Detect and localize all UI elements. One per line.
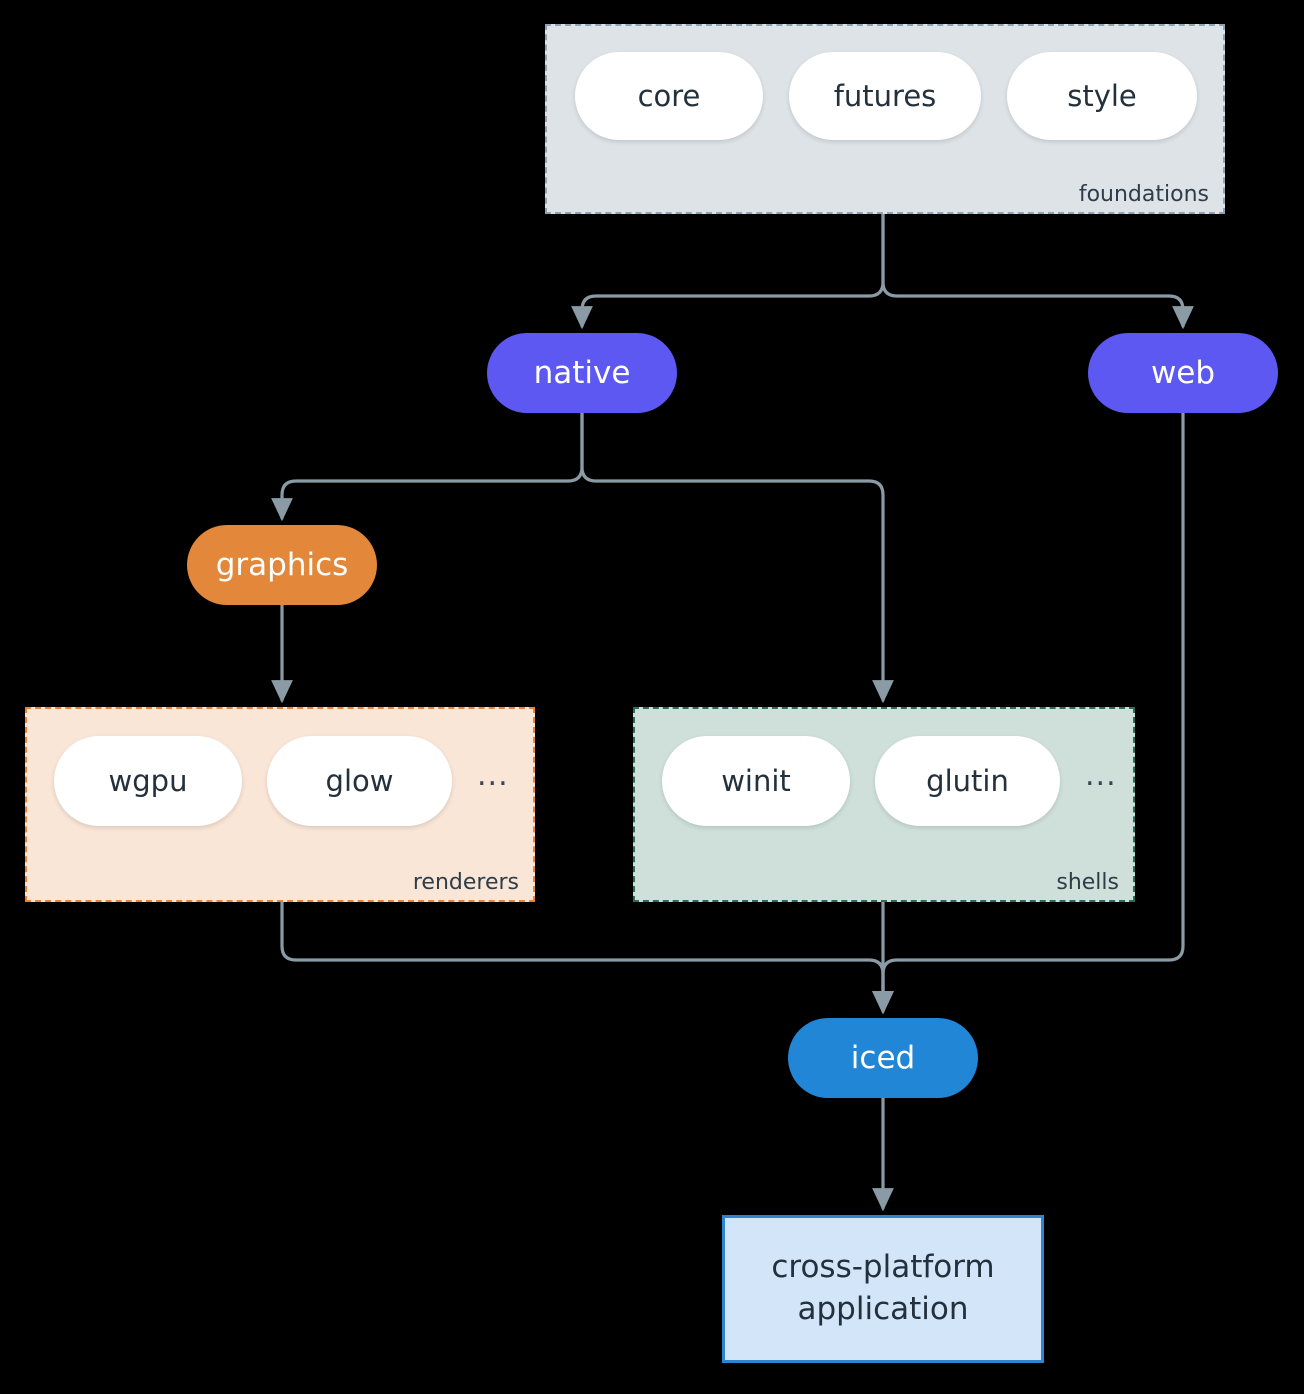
node-cross-platform-application[interactable]: cross-platform application: [722, 1215, 1044, 1363]
node-graphics[interactable]: graphics: [187, 525, 377, 605]
node-style[interactable]: style: [1007, 52, 1197, 140]
cluster-foundations: core futures style foundations: [545, 24, 1225, 214]
edge-foundations-native: [571, 212, 885, 330]
cluster-foundations-items: core futures style: [575, 52, 1197, 140]
renderers-ellipsis: ...: [477, 758, 509, 793]
cluster-shells-label: shells: [1056, 870, 1119, 895]
node-winit[interactable]: winit: [662, 736, 850, 826]
node-native[interactable]: native: [487, 333, 677, 413]
node-web[interactable]: web: [1088, 333, 1278, 413]
node-futures[interactable]: futures: [789, 52, 981, 140]
edge-native-shells: [580, 411, 894, 704]
cluster-renderers-label: renderers: [412, 870, 519, 895]
application-line-2: application: [797, 1291, 969, 1327]
application-line-1: cross-platform: [771, 1249, 995, 1286]
node-glutin[interactable]: glutin: [875, 736, 1060, 826]
edge-native-graphics: [271, 411, 584, 522]
node-wgpu[interactable]: wgpu: [54, 736, 242, 826]
edge-foundations-web: [881, 212, 1194, 330]
cluster-renderers-items: wgpu glow ...: [54, 736, 509, 826]
edge-renderers-iced: [280, 900, 894, 1015]
cluster-renderers: wgpu glow ... renderers: [25, 707, 535, 902]
node-core[interactable]: core: [575, 52, 763, 140]
node-iced[interactable]: iced: [788, 1018, 978, 1098]
shells-ellipsis: ...: [1085, 758, 1117, 793]
node-glow[interactable]: glow: [267, 736, 452, 826]
cluster-shells-items: winit glutin ...: [662, 736, 1117, 826]
cluster-foundations-label: foundations: [1078, 182, 1209, 207]
cluster-shells: winit glutin ... shells: [633, 707, 1135, 902]
